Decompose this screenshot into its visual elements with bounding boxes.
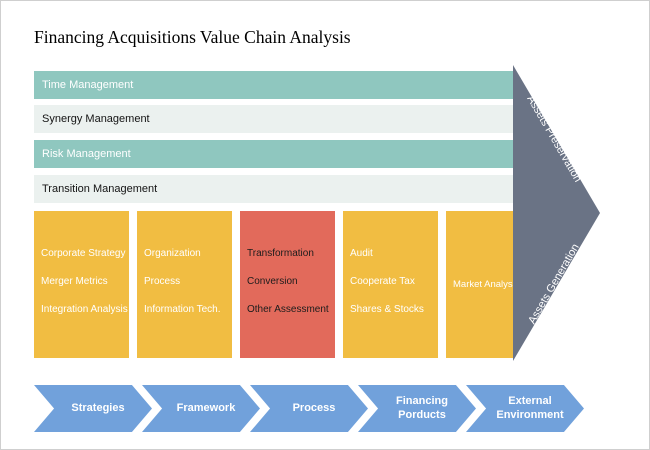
process-arrow-label: Strategies [71, 401, 125, 414]
diagram-title: Financing Acquisitions Value Chain Analy… [34, 27, 351, 47]
column-item: Cooperate Tax [350, 276, 415, 287]
process-arrow-process: Process [250, 385, 368, 432]
support-bar-label: Synergy Management [42, 113, 150, 125]
column-financing-products: Audit Cooperate Tax Shares & Stocks [343, 211, 438, 358]
support-bar-label: Transition Management [42, 183, 158, 195]
column-item: Integration Analysis [41, 304, 128, 315]
column-item: Shares & Stocks [350, 304, 424, 315]
column-item: Process [144, 276, 181, 287]
support-bar-synergy-management: Synergy Management [34, 105, 513, 133]
column-strategies: Corporate Strategy Merger Metrics Integr… [34, 211, 129, 358]
column-item: Transformation [247, 248, 314, 259]
process-arrow-label: Financing Porducts [396, 394, 448, 421]
assets-arrow-shape [513, 65, 600, 361]
column-framework: Organization Process Information Tech. [137, 211, 232, 358]
process-arrow-framework: Framework [142, 385, 260, 432]
column-item: Market Analysis [453, 279, 520, 290]
column-process: Transformation Conversion Other Assessme… [240, 211, 335, 358]
support-bar-risk-management: Risk Management [34, 140, 513, 168]
column-item: Corporate Strategy [41, 248, 126, 259]
process-arrow-label: External Environment [496, 394, 564, 421]
column-external-environment: Market Analysis [446, 211, 520, 358]
process-arrow-label: Process [292, 401, 336, 414]
support-bar-label: Risk Management [42, 148, 131, 160]
process-arrow-financing-products: Financing Porducts [358, 385, 476, 432]
process-arrow-external-environment: External Environment [466, 385, 584, 432]
column-item: Audit [350, 248, 373, 259]
column-item: Organization [144, 248, 201, 259]
support-bar-label: Time Management [42, 79, 134, 91]
column-item: Other Assessment [247, 304, 329, 315]
column-item: Merger Metrics [41, 276, 108, 287]
process-arrow-label: Framework [176, 401, 236, 414]
process-arrow-strategies: Strategies [34, 385, 152, 432]
support-bar-time-management: Time Management [34, 71, 513, 99]
support-bar-transition-management: Transition Management [34, 175, 513, 203]
column-item: Information Tech. [144, 304, 221, 315]
column-item: Conversion [247, 276, 298, 287]
